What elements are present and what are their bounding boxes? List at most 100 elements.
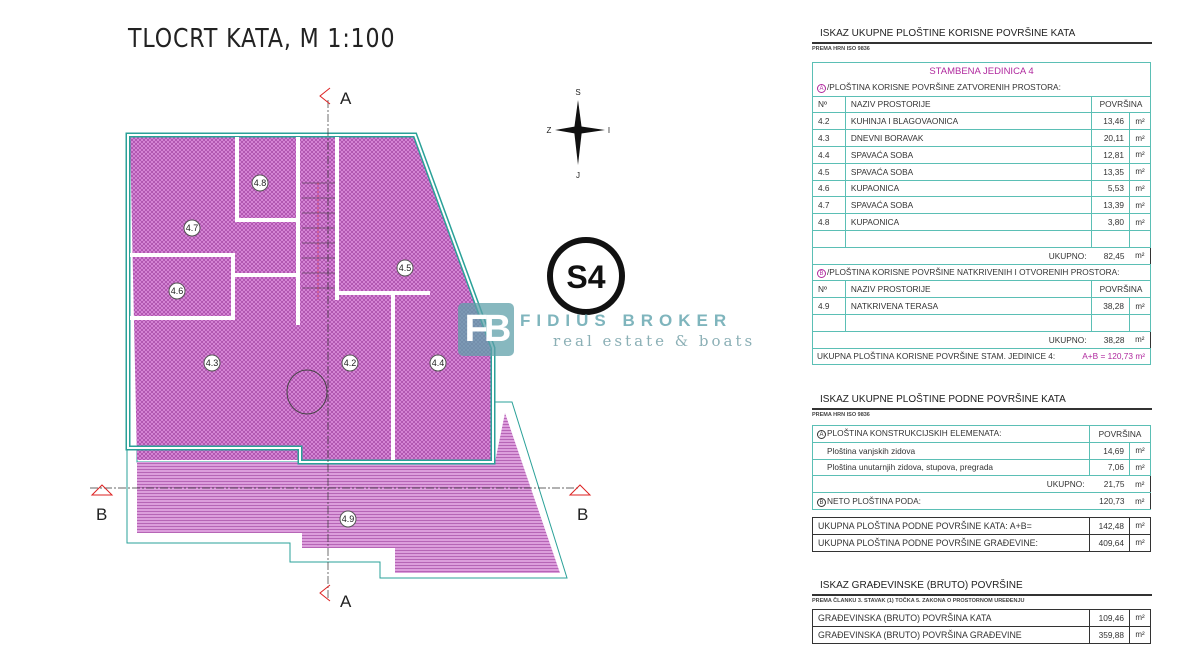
cell-name: NATKRIVENA TERASA — [844, 297, 1093, 315]
cell-no: 4.8 — [812, 213, 846, 231]
cell-area: 12,81 — [1091, 145, 1130, 164]
section-a-bottom: A — [340, 592, 352, 611]
col-name: NAZIV PROSTORIJE — [844, 280, 1093, 299]
col-area: POVRŠINA — [1091, 280, 1151, 299]
cell-no: 4.3 — [812, 129, 846, 147]
total-a: 82,45 — [1091, 246, 1130, 265]
circle-b-icon: B — [817, 497, 826, 507]
interior — [130, 137, 492, 460]
watermark-logo-icon: FB — [458, 303, 514, 356]
cell-area: 409,64 — [1089, 533, 1130, 552]
room-label: 4.7 — [186, 223, 199, 233]
col-area: POVRŠINA — [1089, 425, 1151, 443]
col-no: Nº — [812, 95, 846, 114]
cell-area: 142,48 — [1089, 517, 1130, 535]
compass-icon: S J Z I — [547, 88, 611, 180]
cell-no: 4.9 — [812, 297, 846, 315]
cell-name: UKUPNA PLOŠTINA PODNE POVRŠINE GRAĐEVINE… — [811, 533, 1091, 552]
unit: m² — [1128, 162, 1152, 181]
grand-total-label: UKUPNA PLOŠTINA KORISNE POVRŠINE STAM. J… — [817, 351, 1056, 362]
t3-subtitle: PREMA ČLANKU 3. STAVAK (1) TOČKA 5. ZAKO… — [812, 598, 1025, 604]
col-area: POVRŠINA — [1091, 95, 1151, 114]
circle-a-icon: A — [817, 430, 826, 440]
cell-area: 7,06 — [1089, 458, 1130, 477]
unit: m² — [1128, 458, 1152, 477]
cell-name: GRAĐEVINSKA (BRUTO) POVRŠINA GRAĐEVINE — [811, 625, 1091, 644]
unit: m² — [1129, 246, 1151, 265]
section-b-left: B — [96, 505, 107, 524]
section-lines — [90, 100, 580, 598]
stairs — [302, 182, 335, 300]
section-markers — [90, 87, 592, 602]
cell-area: 359,88 — [1089, 625, 1130, 644]
watermark-tagline: real estate & boats — [553, 332, 756, 350]
cell-area: 109,46 — [1089, 609, 1130, 627]
room-label: 4.8 — [254, 178, 267, 188]
t1-subtitle: PREMA HRN ISO 9836 — [812, 46, 870, 52]
unit: m² — [1129, 517, 1151, 535]
cell-name: UKUPNA PLOŠTINA PODNE POVRŠINE KATA: A+B… — [811, 517, 1091, 535]
col-name: NAZIV PROSTORIJE — [844, 95, 1093, 114]
unit: m² — [1128, 179, 1152, 198]
unit: m² — [1129, 533, 1151, 552]
unit: m² — [1128, 213, 1152, 231]
watermark-name: FIDIUS BROKER — [520, 311, 733, 330]
unit: m² — [1129, 475, 1151, 494]
divider — [812, 408, 1152, 410]
room-label: 4.6 — [171, 286, 184, 296]
cell-name: KUPAONICA — [844, 213, 1093, 231]
unit-title: STAMBENA JEDINICA 4 — [812, 62, 1151, 80]
cell-area: 5,53 — [1091, 179, 1130, 198]
svg-text:Z: Z — [547, 126, 552, 135]
room-label: 4.5 — [399, 263, 412, 273]
section-a-top: A — [340, 89, 352, 108]
unit: m² — [1129, 609, 1151, 627]
plan-title: TLOCRT KATA, M 1:100 — [128, 24, 396, 54]
unit: m² — [1128, 145, 1152, 164]
cell-name: SPAVAĆA SOBA — [844, 162, 1093, 181]
svg-text:S: S — [575, 88, 580, 97]
svg-text:J: J — [576, 171, 580, 180]
cell-name: Ploština unutarnjih zidova, stupova, pre… — [811, 458, 1091, 477]
net-area-value: 120,73 — [1089, 492, 1130, 510]
cell-name: SPAVAĆA SOBA — [844, 145, 1093, 164]
table-row: UKUPNA PLOŠTINA PODNE POVRŠINE KATA: A+B… — [811, 517, 1151, 535]
cell-area: 13,46 — [1091, 112, 1130, 131]
cell-area: 14,69 — [1089, 441, 1130, 460]
cell-area: 3,80 — [1091, 213, 1130, 231]
unit: m² — [1129, 492, 1151, 510]
svg-text:I: I — [608, 126, 610, 135]
t1-title: ISKAZ UKUPNE PLOŠTINE KORISNE POVRŠINE K… — [820, 28, 1076, 39]
cell-no: 4.2 — [812, 112, 846, 131]
cell-name: KUHINJA I BLAGOVAONICA — [844, 112, 1093, 131]
room-label: 4.3 — [206, 358, 219, 368]
usable-area-table: STAMBENA JEDINICA 4 A/PLOŠTINA KORISNE P… — [811, 62, 1152, 366]
section-b-label: /PLOŠTINA KORISNE POVRŠINE NATKRIVENIH I… — [827, 266, 1120, 277]
unit: m² — [1128, 112, 1152, 131]
unit: m² — [1129, 625, 1151, 644]
room-label: 4.4 — [432, 358, 445, 368]
cell-name: KUPAONICA — [844, 179, 1093, 198]
section-b-right: B — [577, 505, 588, 524]
cell-area: 13,39 — [1091, 196, 1130, 215]
cell-name: GRAĐEVINSKA (BRUTO) POVRŠINA KATA — [811, 609, 1091, 627]
t3-title: ISKAZ GRAĐEVINSKE (BRUTO) POVRŠINE — [820, 580, 1023, 591]
unit: m² — [1128, 196, 1152, 215]
floor-summary-table: UKUPNA PLOŠTINA PODNE POVRŠINE KATA: A+B… — [811, 517, 1151, 552]
total-label: UKUPNO: — [811, 246, 1092, 265]
t2-title: ISKAZ UKUPNE PLOŠTINE PODNE POVRŠINE KAT… — [820, 394, 1066, 405]
cell-name: DNEVNI BORAVAK — [844, 129, 1093, 147]
section-a-label: /PLOŠTINA KORISNE POVRŠINE ZATVORENIH PR… — [827, 81, 1061, 92]
room-labels: 4.2 4.3 4.4 4.5 4.6 4.7 4.8 4.9 — [168, 174, 447, 528]
cell-no: 4.6 — [812, 179, 846, 198]
